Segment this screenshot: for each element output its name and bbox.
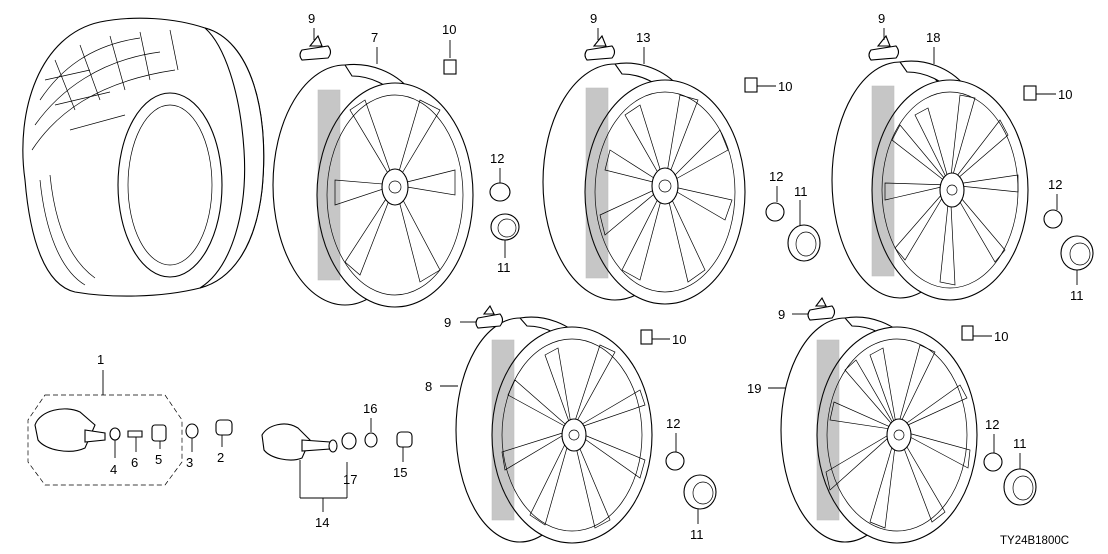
callout-9: 9 — [778, 307, 785, 322]
wheel-8 — [455, 316, 653, 544]
callout-19: 19 — [747, 381, 761, 396]
balance-weight-10 — [640, 329, 653, 345]
callout-9: 9 — [308, 11, 315, 26]
balance-weight-10 — [961, 325, 974, 341]
balance-weight-10 — [1023, 85, 1037, 101]
center-cap-11 — [490, 213, 520, 241]
tpms-kit-1 — [27, 370, 183, 486]
lug-nut-12 — [983, 452, 1003, 472]
diagram-code: TY24B1800C — [1000, 535, 1069, 547]
callout-16: 16 — [363, 401, 377, 416]
valve-cap-15 — [396, 431, 413, 448]
callout-12: 12 — [769, 169, 783, 184]
callout-9: 9 — [878, 11, 885, 26]
callout-10: 10 — [442, 22, 456, 37]
tpms-sensor-14 — [261, 423, 348, 512]
lug-nut-12 — [489, 182, 511, 202]
wheel-weight-9 — [475, 313, 504, 329]
callout-4: 4 — [110, 462, 117, 477]
wheel-18 — [831, 60, 1029, 301]
callout-13: 13 — [636, 30, 650, 45]
callout-10: 10 — [1058, 87, 1072, 102]
callout-14: 14 — [315, 515, 329, 530]
callout-11: 11 — [794, 184, 808, 199]
lug-nut-12 — [1043, 209, 1063, 229]
balance-weight-10 — [744, 77, 758, 93]
callout-7: 7 — [371, 30, 378, 45]
callout-12: 12 — [490, 151, 504, 166]
wheel-weight-9 — [299, 45, 332, 61]
callout-10: 10 — [778, 79, 792, 94]
nut-17 — [341, 432, 357, 450]
callout-17: 17 — [343, 472, 357, 487]
callout-15: 15 — [393, 465, 407, 480]
callout-12: 12 — [666, 416, 680, 431]
wheel-weight-9 — [807, 305, 836, 321]
lug-nut-12 — [765, 202, 785, 222]
balance-weight-10 — [443, 59, 457, 75]
wheel-13 — [542, 62, 746, 305]
wheel-7 — [272, 63, 474, 308]
callout-10: 10 — [672, 332, 686, 347]
lug-nut-12 — [665, 451, 685, 471]
wheel-weight-9 — [584, 45, 616, 61]
washer-3 — [185, 423, 199, 439]
callout-9: 9 — [444, 315, 451, 330]
wheel-weight-9 — [868, 45, 900, 61]
washer-16 — [364, 432, 378, 448]
callout-12: 12 — [1048, 177, 1062, 192]
center-cap-11 — [1060, 235, 1094, 271]
valve-cap-2 — [215, 419, 233, 436]
callout-11: 11 — [690, 527, 704, 542]
center-cap-11 — [683, 474, 717, 510]
callout-11: 11 — [1013, 436, 1027, 451]
wheel-19 — [780, 316, 978, 544]
tire — [22, 17, 265, 297]
callout-12: 12 — [985, 417, 999, 432]
callout-1: 1 — [97, 352, 104, 367]
callout-11: 11 — [497, 260, 511, 275]
callout-5: 5 — [155, 452, 162, 467]
callout-2: 2 — [217, 450, 224, 465]
callout-6: 6 — [131, 455, 138, 470]
callout-3: 3 — [186, 455, 193, 470]
callout-8: 8 — [425, 379, 432, 394]
callout-10: 10 — [994, 329, 1008, 344]
callout-11: 11 — [1070, 288, 1084, 303]
callout-9: 9 — [590, 11, 597, 26]
callout-18: 18 — [926, 30, 940, 45]
